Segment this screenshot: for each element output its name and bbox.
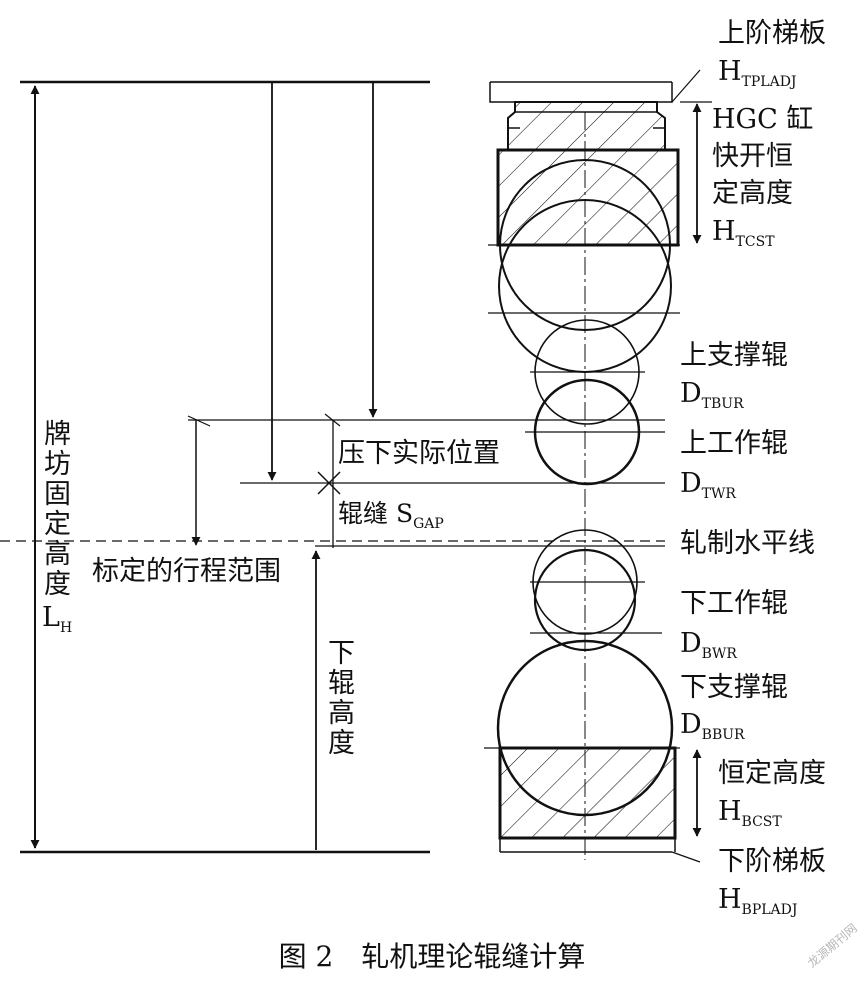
figure-caption: 图 2 轧机理论辊缝计算	[279, 940, 586, 973]
d-tbur-label: DTBUR	[680, 378, 744, 412]
d-bbur-label: DBBUR	[680, 709, 745, 743]
upper-backup-roll-label: 上支撑辊	[680, 340, 788, 371]
housing-fixed-height-label: 牌 坊 固 定 高 度	[44, 419, 71, 600]
h-bpladj-label: HBPLADJ	[718, 884, 798, 918]
lower-chock	[498, 746, 677, 840]
lower-work-roll-label: 下工作辊	[680, 588, 788, 619]
constant-height-label: 恒定高度	[718, 758, 826, 789]
svg-text:固: 固	[44, 479, 71, 510]
svg-text:坊: 坊	[44, 449, 71, 480]
calibrated-stroke-range-label: 标定的行程范围	[92, 556, 281, 587]
svg-text:定: 定	[44, 509, 71, 540]
hgc-label-line3: 定高度	[712, 178, 793, 209]
upper-step-plate	[489, 82, 673, 151]
lower-backup-roll-label: 下支撑辊	[680, 672, 788, 703]
d-bwr-label: DBWR	[680, 628, 737, 662]
upper-step-plate-label: 上阶梯板	[718, 18, 826, 49]
svg-text:高: 高	[328, 698, 355, 729]
h-bcst-label: HBCST	[718, 796, 782, 830]
pass-line-label: 轧制水平线	[680, 528, 815, 559]
svg-text:牌: 牌	[44, 419, 71, 450]
roll-gap-label: 辊缝 SGAP	[338, 499, 444, 532]
l-h-label: LH	[42, 602, 72, 636]
d-twr-label: DTWR	[680, 468, 736, 502]
upper-work-roll-label: 上工作辊	[680, 428, 788, 459]
h-tcst-label: HTCST	[712, 216, 775, 250]
lower-step-plate-label: 下阶梯板	[718, 846, 826, 877]
lower-roll-height-label: 下 辊 高 度	[328, 638, 355, 759]
h-tpladj-label: HTPLADJ	[718, 56, 797, 90]
svg-text:下: 下	[328, 638, 355, 669]
svg-text:度: 度	[328, 728, 355, 759]
hgc-label-line1: HGC 缸	[712, 104, 813, 135]
svg-text:辊: 辊	[328, 668, 355, 699]
svg-text:度: 度	[44, 569, 71, 600]
watermark: 龙源期刊网	[805, 921, 860, 970]
press-actual-position-label: 压下实际位置	[338, 438, 500, 469]
svg-text:高: 高	[44, 539, 71, 570]
hgc-label-line2: 快开恒	[712, 141, 793, 172]
